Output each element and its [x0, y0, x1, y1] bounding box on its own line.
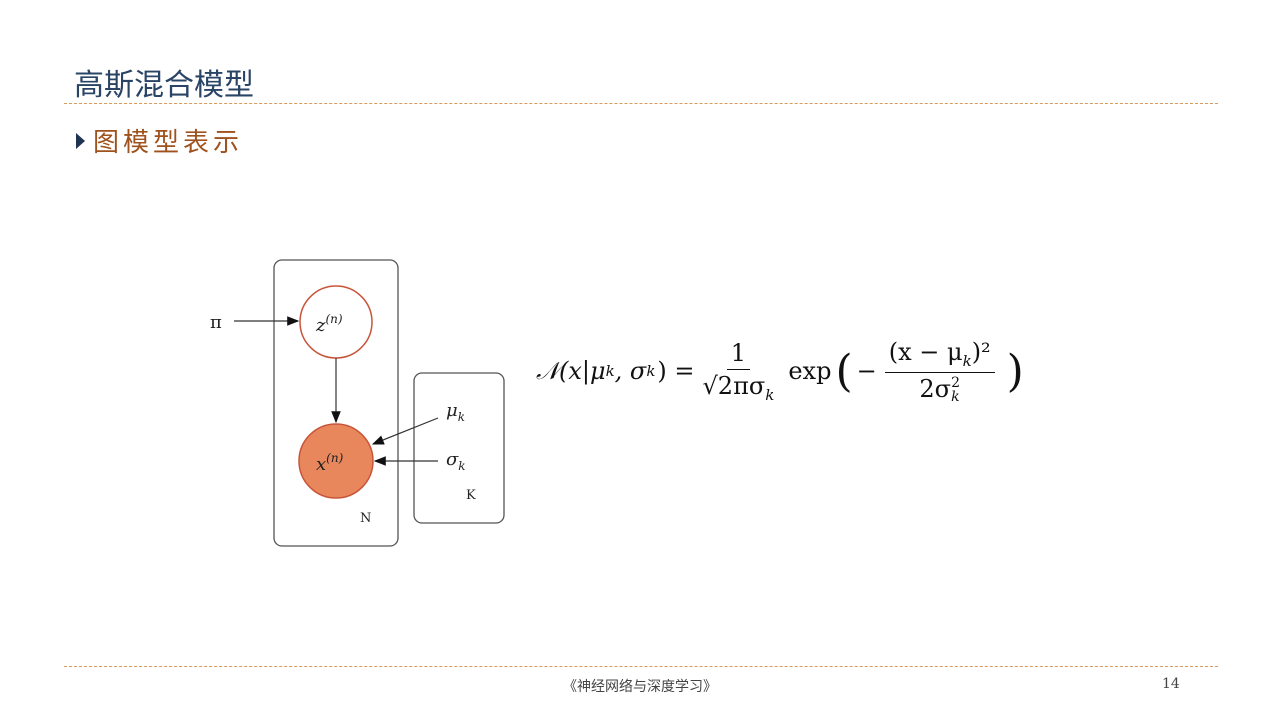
- plate-n: [273, 259, 399, 547]
- formula-sub: k: [646, 362, 656, 381]
- formula-sub: k: [605, 362, 615, 381]
- fraction-numerator: 1: [726, 339, 751, 370]
- num-text: (x − μ: [888, 338, 963, 366]
- formula-lhs-end: ) =: [657, 357, 695, 386]
- pi-label: π: [210, 312, 222, 333]
- normalizer-fraction: 1 √2πσk: [703, 339, 775, 404]
- num-end: )²: [971, 338, 991, 366]
- den-text: 2σ: [919, 374, 952, 403]
- page-number: 14: [1162, 676, 1180, 692]
- formula-minus: −: [856, 357, 877, 386]
- den-text: √2πσ: [702, 371, 766, 400]
- formula-exp: exp: [788, 357, 832, 386]
- formula-sub: k: [951, 389, 960, 406]
- formula-close-paren: ): [1006, 345, 1024, 397]
- arrow-mu-x: [371, 417, 439, 445]
- x-label: x(n): [316, 451, 344, 475]
- formula-open-paren: (: [835, 345, 853, 397]
- bullet-triangle-icon: [76, 132, 85, 149]
- formula-sub: k: [962, 351, 972, 370]
- plate-k-label: K: [466, 488, 476, 503]
- footer-book-title: 《神经网络与深度学习》: [563, 679, 717, 695]
- bullet-item: 图模型表示: [76, 122, 243, 159]
- mu-label: μk: [446, 400, 465, 424]
- bullet-text: 图模型表示: [93, 128, 244, 158]
- formula-sub: k: [765, 385, 775, 404]
- fraction-numerator: (x − μk)²: [884, 338, 995, 373]
- formula-lhs: 𝒩(x|μ: [536, 357, 606, 386]
- formula-lhs-mid: , σ: [614, 357, 647, 386]
- formula-sup: 2: [951, 375, 960, 392]
- z-label: z(n): [315, 312, 343, 336]
- plate-k: [413, 372, 505, 524]
- plate-n-label: N: [360, 511, 371, 526]
- title-divider: [64, 103, 1218, 104]
- fraction-denominator: √2πσk: [703, 370, 775, 404]
- sigma-label: σk: [446, 449, 466, 473]
- observed-node-x: [298, 423, 374, 499]
- footer-divider: [64, 666, 1218, 667]
- slide-title: 高斯混合模型: [74, 68, 254, 103]
